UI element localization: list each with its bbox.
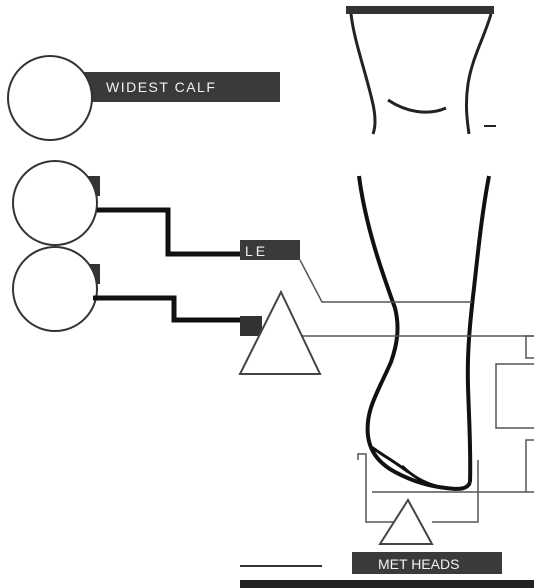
met-heads-label: MET HEADS	[378, 556, 459, 572]
length-bracket	[525, 335, 534, 359]
bottom-bar	[240, 580, 534, 588]
foot-bracket-right	[432, 460, 479, 523]
ankle-label-bar	[240, 240, 300, 260]
heel-connector-line	[93, 295, 248, 323]
widest-calf-label: WIDEST CALF	[106, 79, 216, 95]
kneecap-curve	[387, 98, 447, 114]
foot-bracket-left	[357, 453, 408, 523]
foot-length-bracket	[495, 363, 534, 429]
knee-left-contour	[349, 13, 377, 135]
toes-contour	[369, 444, 437, 488]
widest-calf-label-bar	[82, 72, 280, 102]
heel-measurement-circle[interactable]	[12, 246, 98, 332]
foot-length-bracket-lower	[525, 439, 534, 492]
widest-calf-measurement-circle[interactable]	[7, 55, 93, 141]
knee-top-bar	[346, 6, 494, 14]
heel-tab	[240, 316, 262, 336]
met-heads-triangle-marker[interactable]	[378, 498, 434, 545]
ankle-measurement-circle[interactable]	[12, 160, 98, 246]
ankle-label: LE	[245, 243, 268, 259]
heel-triangle-marker[interactable]	[238, 289, 322, 375]
ankle-guide-line	[299, 259, 472, 303]
shin-left-contour	[357, 175, 472, 491]
knee-right-contour	[464, 13, 493, 135]
shin-right-contour	[465, 175, 491, 483]
ankle-connector-line	[97, 207, 242, 257]
met-heads-label-bar	[352, 552, 502, 574]
